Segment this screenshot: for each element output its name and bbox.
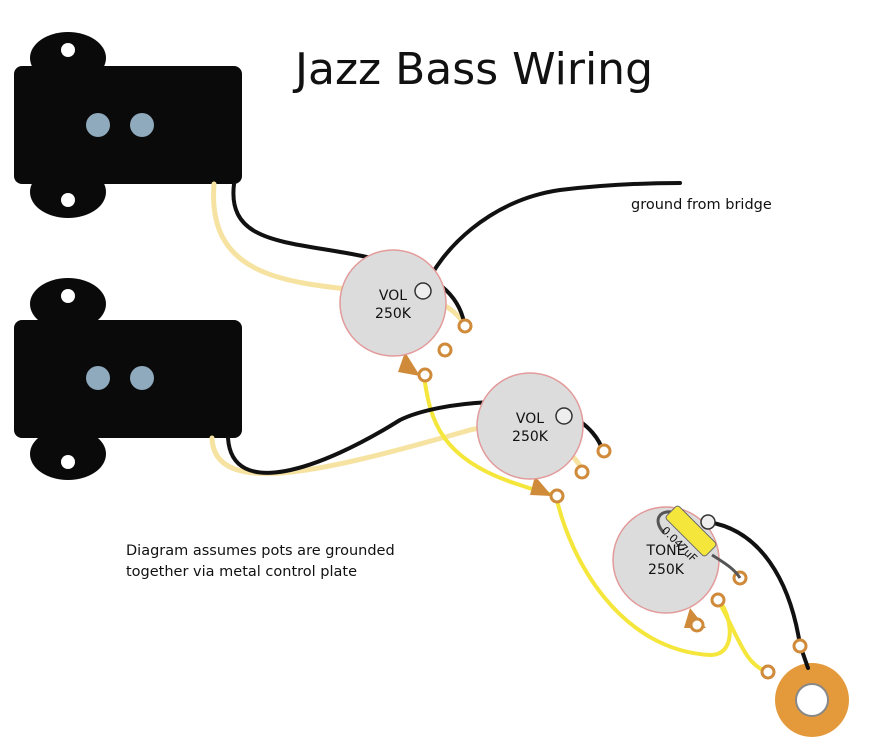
pot-lug <box>457 318 473 334</box>
plate-note-line1: Diagram assumes pots are grounded <box>126 543 395 559</box>
capacitor-lead <box>656 510 673 535</box>
pot-vol-2-value: 250K <box>512 429 548 445</box>
mounting-hole <box>61 43 75 57</box>
pot-lug <box>689 617 705 633</box>
pot-vol-2-name: VOL <box>515 411 545 427</box>
diagram-title: Jazz Bass Wiring <box>295 44 653 95</box>
wire-bridge-ground <box>231 182 465 320</box>
wire-jack-ground <box>706 520 802 647</box>
bridge-pickup <box>14 32 242 218</box>
mounting-hole <box>61 193 75 207</box>
wire-to-jack <box>716 598 770 674</box>
pot-terminal <box>700 514 716 530</box>
capacitor <box>665 505 717 557</box>
jack-lug <box>792 638 808 654</box>
mounting-hole <box>61 289 75 303</box>
pot-lug <box>437 342 453 358</box>
pot-terminal <box>414 282 432 300</box>
pot-tone <box>612 505 748 633</box>
pot-tone-name: TONE <box>646 543 686 559</box>
pole-piece <box>86 113 110 137</box>
pole-piece <box>86 366 110 390</box>
jack-lug <box>760 664 776 680</box>
capacitor-lead <box>711 553 742 579</box>
pot-lug <box>710 592 726 608</box>
pole-piece <box>130 113 154 137</box>
pot-lug <box>574 464 590 480</box>
pot-terminal <box>555 407 573 425</box>
pot-vol-1 <box>339 249 473 383</box>
pot-lug <box>549 488 565 504</box>
pot-lug <box>417 367 433 383</box>
output-jack <box>760 638 849 737</box>
mounting-hole <box>61 455 75 469</box>
pot-vol-1-name: VOL <box>378 288 408 304</box>
neck-pickup <box>14 278 242 480</box>
pot-vol-2 <box>476 372 612 504</box>
pole-piece <box>130 366 154 390</box>
ground-note: ground from bridge <box>631 197 772 213</box>
wire-bridge-ground-in <box>422 181 682 292</box>
pot-tone-value: 250K <box>648 562 684 578</box>
pot-vol-1-value: 250K <box>375 306 411 322</box>
pot-lug <box>596 443 612 459</box>
plate-note-line2: together via metal control plate <box>126 564 358 580</box>
